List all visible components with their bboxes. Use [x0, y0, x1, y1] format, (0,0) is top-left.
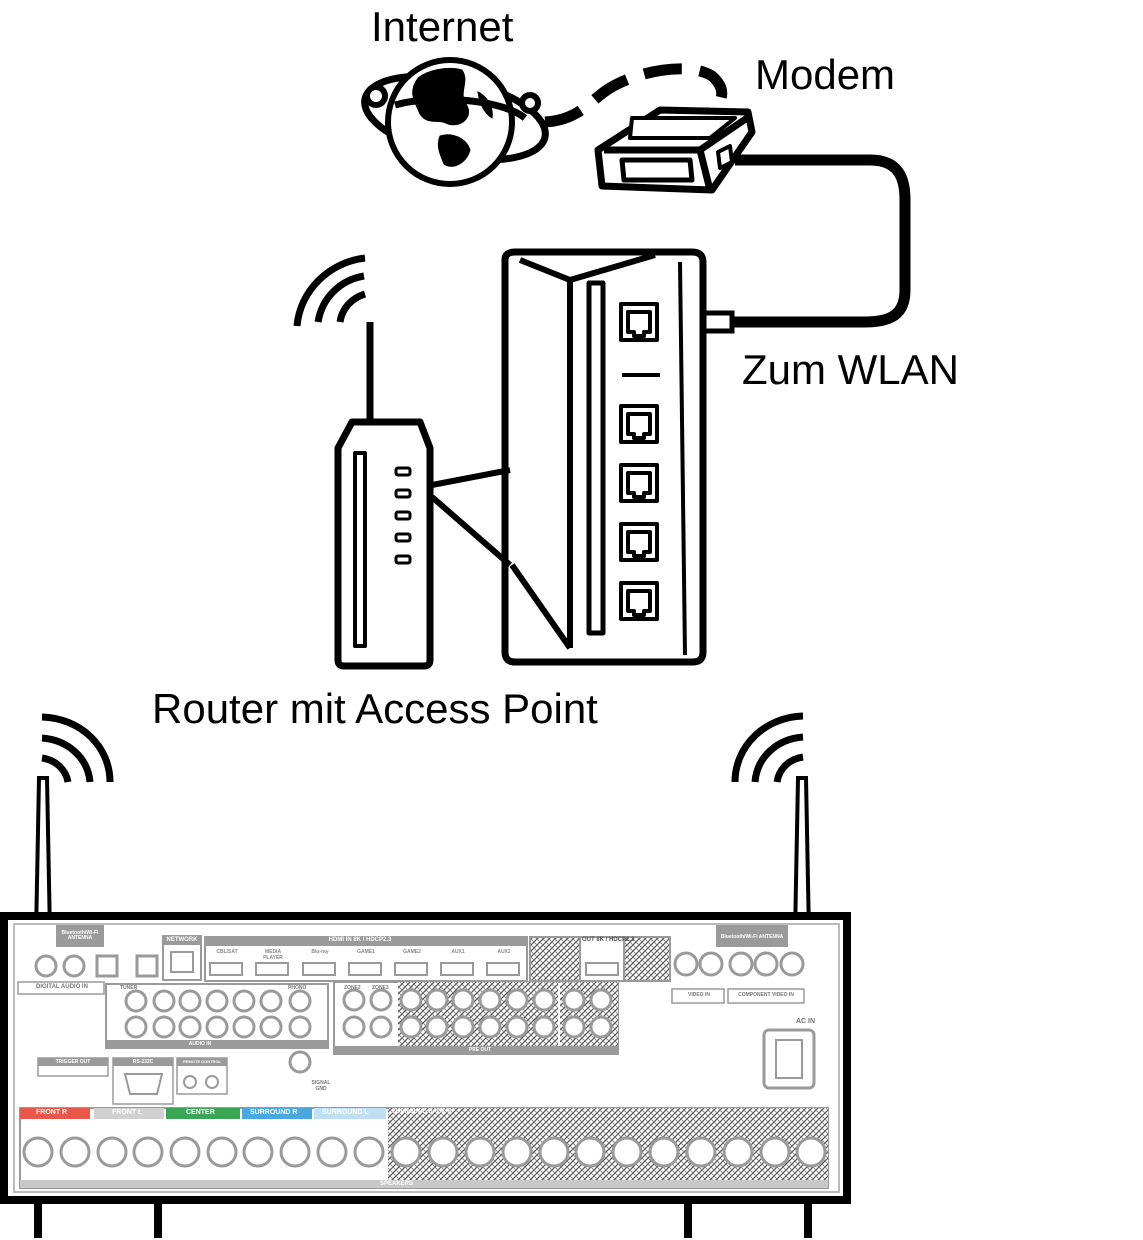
center-text: CENTER	[186, 1109, 215, 1116]
hdmi-input-label: GAME1	[357, 949, 375, 955]
speaker-binding-posts	[22, 1136, 827, 1168]
wlan-label: Zum WLAN	[742, 346, 960, 393]
rs232c-text: RS-232C	[132, 1059, 154, 1065]
ac-in-text: AC IN	[796, 1018, 816, 1025]
hdmi-input-label: AUX2	[497, 949, 511, 955]
lan-port-3	[619, 522, 659, 562]
bt-antenna-label-left	[56, 925, 104, 947]
surround-back-r-text: SURROUND BACK R	[392, 1109, 452, 1115]
wan-port	[619, 302, 659, 342]
speakers-text: SPEAKERS	[380, 1181, 414, 1187]
network-text: NETWORK	[166, 937, 198, 943]
av-receiver	[0, 712, 851, 1238]
internet-link-dashed	[544, 63, 728, 128]
surround-l-text: SURROUND L	[322, 1109, 369, 1116]
lan-port-2	[619, 463, 659, 503]
hdmi-input-label: Blu-ray	[311, 949, 329, 955]
zone2-text: ZONE2	[344, 985, 361, 991]
modem-icon	[594, 106, 756, 194]
bt-antenna-text-left: Bluetooth/Wi-Fi ANTENNA	[61, 930, 99, 941]
remote-control-text: REMOTE CONTROL	[183, 1059, 221, 1064]
audio-in-text: AUDIO IN	[188, 1041, 212, 1047]
hdmi-out-text: OUT 8K / HDCP2.3	[582, 937, 635, 943]
signal-gnd-text: SIGNAL GND	[311, 1080, 331, 1092]
zoom-callout	[430, 467, 512, 568]
trigger-out-text: TRIGGER OUT	[55, 1059, 91, 1065]
globe-icon	[361, 57, 549, 187]
bt-antenna-label-right	[716, 925, 788, 947]
video-in-text: VIDEO IN	[688, 992, 710, 998]
front-r-label	[20, 1108, 90, 1119]
router-icon	[334, 322, 434, 670]
internet-label: Internet	[371, 3, 514, 50]
wifi-waves-left-icon	[41, 713, 114, 783]
tuner-text: TUNER	[120, 985, 138, 991]
pre-out-text: PRE OUT	[468, 1047, 492, 1053]
hdmi-input-label: CBL/SAT	[216, 949, 238, 955]
hdmi-in-text: HDMI IN 8K / HDCP2.3	[328, 937, 392, 943]
router-label: Router mit Access Point	[152, 685, 598, 732]
digital-audio-text: DIGITAL AUDIO IN	[36, 984, 88, 990]
lan-port-4	[619, 581, 659, 621]
modem-label: Modem	[755, 51, 896, 98]
surround-r-text: SURROUND R	[250, 1109, 298, 1116]
hdmi-input-label: GAME2	[403, 949, 421, 955]
hdmi-input-label: MEDIA PLAYER	[263, 949, 283, 961]
wifi-waves-right-icon	[731, 712, 804, 783]
zone3-text: ZONE3	[372, 985, 389, 991]
phono-text: PHONO	[288, 985, 307, 991]
router-back-panel	[501, 248, 707, 666]
front-l-text: FRONT L	[112, 1109, 143, 1116]
component-video-text: COMPONENT VIDEO IN	[738, 992, 794, 998]
foot-left	[34, 1200, 162, 1238]
ethernet-cable	[730, 154, 911, 328]
signal-gnd-terminal	[288, 1050, 312, 1074]
hdmi-input-label: AUX1	[451, 949, 465, 955]
front-r-text: FRONT R	[36, 1109, 68, 1116]
video-inputs	[673, 951, 805, 977]
foot-right	[684, 1200, 812, 1238]
lan-port-1	[619, 404, 659, 444]
wifi-waves-icon	[293, 254, 367, 327]
digital-audio-inputs	[34, 954, 159, 978]
bt-antenna-text-right: Bluetooth/Wi-Fi ANTENNA	[720, 934, 784, 940]
